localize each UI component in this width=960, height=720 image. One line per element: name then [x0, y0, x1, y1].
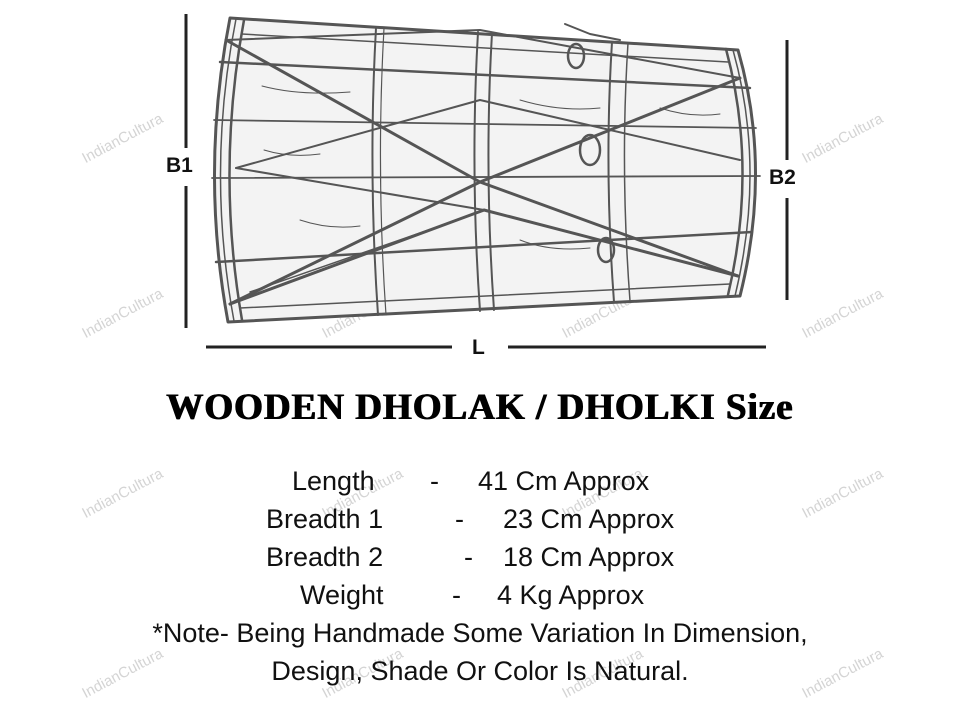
page-title: WOODEN DHOLAK / DHOLKI Size: [166, 387, 794, 428]
spec-weight-separator: -: [452, 580, 461, 610]
dholak-drawing: [184, 14, 789, 349]
b2-label: B2: [769, 166, 796, 189]
spec-breadth1-separator: -: [455, 504, 464, 534]
spec-weight-label: Weight: [300, 580, 384, 610]
spec-weight-value: 4 Kg Approx: [497, 580, 645, 610]
spec-length-value: 41 Cm Approx: [478, 466, 650, 496]
note-line-2: Design, Shade Or Color Is Natural.: [271, 656, 689, 686]
spec-length-label: Length: [292, 466, 375, 496]
dholak-body: [211, 16, 761, 324]
b1-label: B1: [166, 154, 193, 177]
spec-breadth2-value: 18 Cm Approx: [503, 542, 675, 572]
spec-breadth2-label: Breadth 2: [266, 542, 384, 572]
watermark: IndianCultura: [79, 465, 167, 522]
note-line-1: *Note- Being Handmade Some Variation In …: [152, 618, 808, 648]
spec-breadth1-value: 23 Cm Approx: [503, 504, 675, 534]
spec-breadth1-label: Breadth 1: [266, 504, 384, 534]
watermark: IndianCultura: [799, 465, 887, 522]
spec-length-separator: -: [430, 466, 439, 496]
spec-breadth2-separator: -: [464, 542, 473, 572]
l-label: L: [472, 336, 485, 359]
